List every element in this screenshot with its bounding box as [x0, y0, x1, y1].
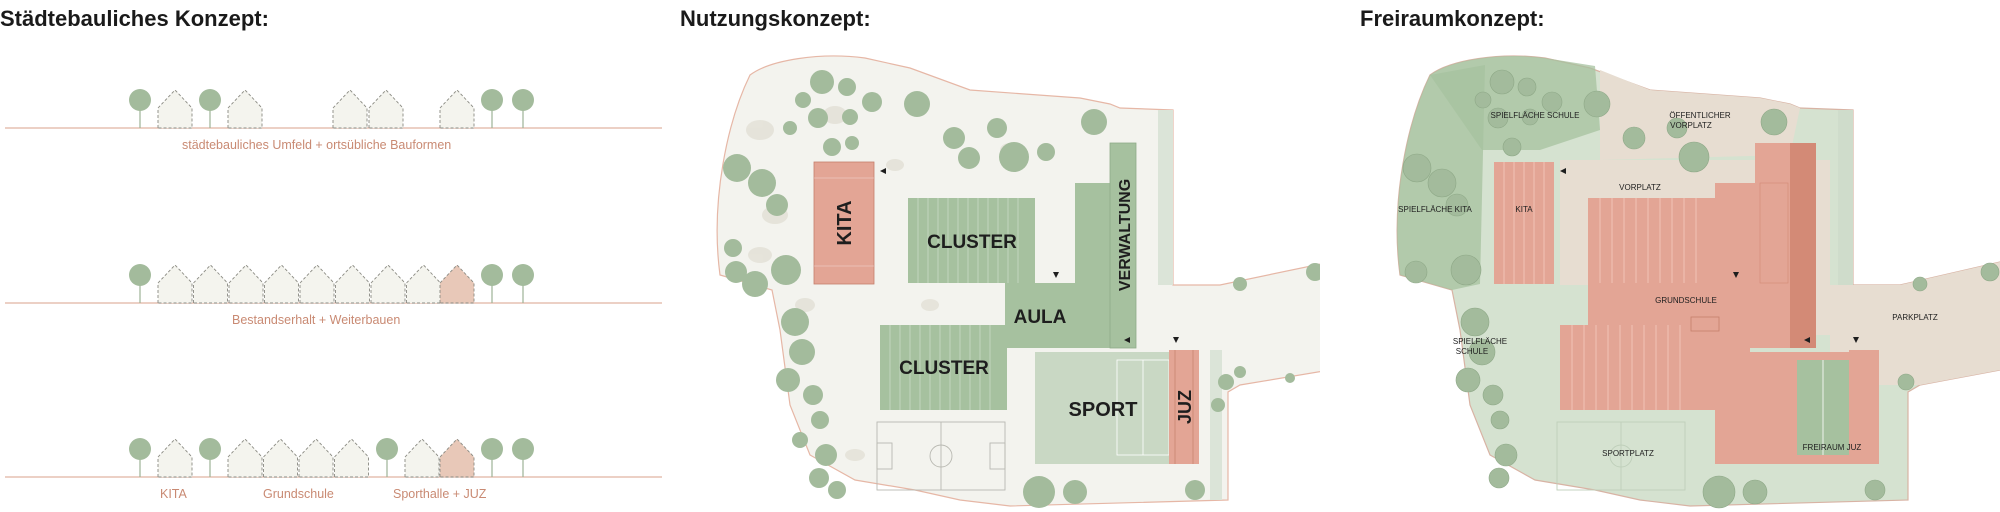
- label-vorplatz: VORPLATZ: [1619, 183, 1661, 192]
- house-icon: [299, 264, 335, 304]
- house-icon: [404, 438, 440, 478]
- building-cluster-bottom: [880, 325, 1007, 410]
- panel-title-staedtebau: Städtebauliches Konzept:: [0, 6, 269, 31]
- label-freiraum-juz: FREIRAUM JUZ: [1803, 443, 1862, 452]
- label-parkplatz: PARKPLATZ: [1892, 313, 1938, 322]
- sports-field: [876, 421, 1006, 491]
- house-icon: [332, 89, 368, 129]
- label-aula: AULA: [1014, 307, 1067, 328]
- label-spielflaeche-kita: SPIELFLÄCHE KITA: [1398, 205, 1472, 214]
- house-icon: [157, 438, 193, 478]
- house-icon: [157, 89, 193, 129]
- tree-icon: [376, 438, 398, 460]
- house-icon: [439, 438, 475, 478]
- house-icon: [370, 264, 406, 304]
- tree-icon: [512, 264, 534, 286]
- caption-row-3-kita: KITA: [160, 487, 187, 501]
- label-kita: KITA: [834, 200, 856, 245]
- tree-icon: [512, 89, 534, 111]
- open-space-plan: SPIELFLÄCHE SCHULE ÖFFENTLICHER VORPLATZ…: [1396, 55, 2000, 509]
- streetscape-diagram: [5, 89, 662, 478]
- building-kita: [813, 161, 875, 285]
- caption-row-3-sporthalle: Sporthalle + JUZ: [393, 487, 487, 501]
- house-icon: [439, 264, 475, 304]
- house-icon: [335, 264, 370, 304]
- label-sport: SPORT: [1069, 399, 1138, 421]
- building-aula: [1005, 283, 1120, 348]
- caption-row-1: städtebauliches Umfeld + ortsübliche Bau…: [182, 138, 452, 152]
- label-kita: KITA: [1515, 205, 1533, 214]
- use-concept-plan: KITA CLUSTER AULA VERWALTUNG CLUSTER SPO…: [716, 55, 1320, 508]
- house-icon: [298, 438, 334, 478]
- house-icon: [193, 264, 228, 304]
- label-cluster-top: CLUSTER: [927, 232, 1017, 253]
- label-oeffentlicher-vorplatz-1: ÖFFENTLICHER: [1669, 111, 1731, 120]
- tree-icon: [129, 438, 151, 460]
- label-grundschule: GRUNDSCHULE: [1655, 296, 1717, 305]
- house-icon: [334, 438, 369, 478]
- label-cluster-bottom: CLUSTER: [899, 358, 989, 379]
- house-icon: [227, 89, 263, 129]
- panel-nutzung: Nutzungskonzept: KITA: [680, 0, 1320, 512]
- house-icon: [227, 438, 263, 478]
- tree-icon: [199, 438, 221, 460]
- house-icon: [263, 438, 298, 478]
- label-oeffentlicher-vorplatz-2: VORPLATZ: [1670, 121, 1712, 130]
- label-sportplatz: SPORTPLATZ: [1602, 449, 1654, 458]
- tree-icon: [129, 264, 151, 286]
- label-spielflaeche-schule: SPIELFLÄCHE SCHULE: [1491, 111, 1580, 120]
- tree-icon: [481, 89, 503, 111]
- house-icon: [368, 89, 404, 129]
- building-cluster-top: [908, 198, 1035, 283]
- panel-staedtebau: Städtebauliches Konzept: städtebauliches…: [0, 0, 680, 512]
- house-icon: [264, 264, 299, 304]
- building-sport: [1035, 352, 1175, 464]
- label-spielflaeche-schule-2b: SCHULE: [1456, 347, 1488, 356]
- label-verwaltung: VERWALTUNG: [1117, 179, 1134, 291]
- label-juz: JUZ: [1175, 390, 1195, 424]
- panel-title-freiraum: Freiraumkonzept:: [1360, 6, 1545, 31]
- label-spielflaeche-schule-2a: SPIELFLÄCHE: [1453, 337, 1507, 346]
- house-icon: [439, 89, 475, 129]
- zone-spielflaeche-schule: [1430, 55, 1600, 150]
- zone-oeffentlicher-vorplatz: [1600, 70, 1800, 160]
- building-juz: [1169, 350, 1199, 464]
- tree-icon: [481, 438, 503, 460]
- caption-row-2: Bestandserhalt + Weiterbauen: [232, 313, 401, 327]
- tree-icon: [512, 438, 534, 460]
- caption-row-3-grundschule: Grundschule: [263, 487, 334, 501]
- tree-icon: [199, 89, 221, 111]
- house-icon: [406, 264, 441, 304]
- tree-icon: [481, 264, 503, 286]
- house-icon: [228, 264, 264, 304]
- building-verwaltung: [1109, 142, 1137, 349]
- sportplatz-field: [1556, 421, 1686, 491]
- tree-icon: [129, 89, 151, 111]
- house-icon: [157, 264, 193, 304]
- panel-title-nutzung: Nutzungskonzept:: [680, 6, 871, 31]
- panel-freiraum: Freiraumkonzept:: [1360, 0, 2000, 512]
